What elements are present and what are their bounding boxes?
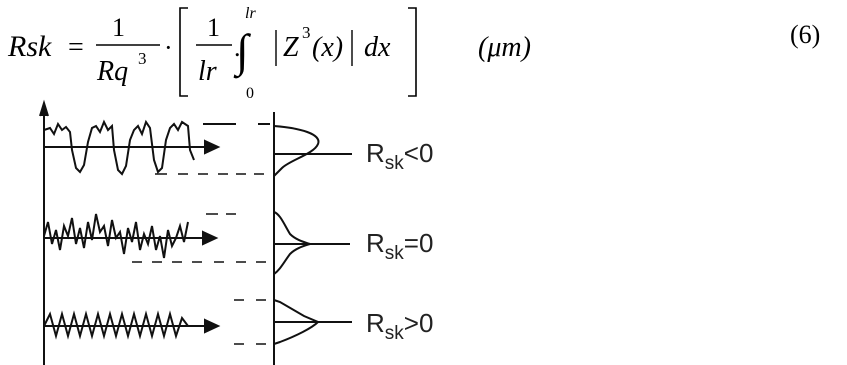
baseline-arrow [204,318,221,334]
eq-left-bracket [179,7,188,97]
axis-arrow-top [39,99,49,117]
row-negative-skew [43,119,352,177]
profile-trace [43,213,189,259]
eq-frac2-numerator: 1 [207,13,220,42]
eq-dx: dx [364,32,391,63]
baseline-arrow [204,139,221,155]
eq-right-bracket [408,7,417,97]
eq-lhs: Rsk [7,30,52,63]
profile-trace [43,119,195,176]
distribution-curve [273,211,314,275]
equation-number: (6) [790,20,821,49]
eq-unit: (μm) [478,32,531,63]
row-positive-skew [43,299,352,345]
row-zero-skew [43,211,350,275]
eq-dot-2: . [234,33,241,62]
eq-equals: = [68,32,84,63]
eq-integrand-z: Z [283,32,299,63]
eq-integrand-exponent: 3 [302,23,311,42]
distribution-curve [273,299,320,345]
eq-frac1-denominator: Rq [96,56,128,87]
eq-integral-sign: ∫ [233,25,251,79]
eq-frac1-exponent: 3 [138,49,147,68]
skewness-equation: Rsk = 1 Rq 3 · 1 lr . lr ∫ 0 Z 3 (x) dx … [7,5,531,102]
eq-integral-upper: lr [245,5,256,22]
profile-trace [43,310,189,340]
label-rsk-positive: Rsk>0 [366,308,433,344]
label-rsk-negative: Rsk<0 [366,138,433,174]
eq-dot: · [164,33,173,62]
eq-frac1-numerator: 1 [112,13,125,42]
baseline-arrow [202,230,219,246]
distribution-curve [273,125,320,177]
eq-integrand-arg: (x) [312,32,343,63]
eq-integral-lower: 0 [246,85,254,102]
label-rsk-zero: Rsk=0 [366,228,433,264]
eq-frac2-denominator: lr [198,56,217,87]
